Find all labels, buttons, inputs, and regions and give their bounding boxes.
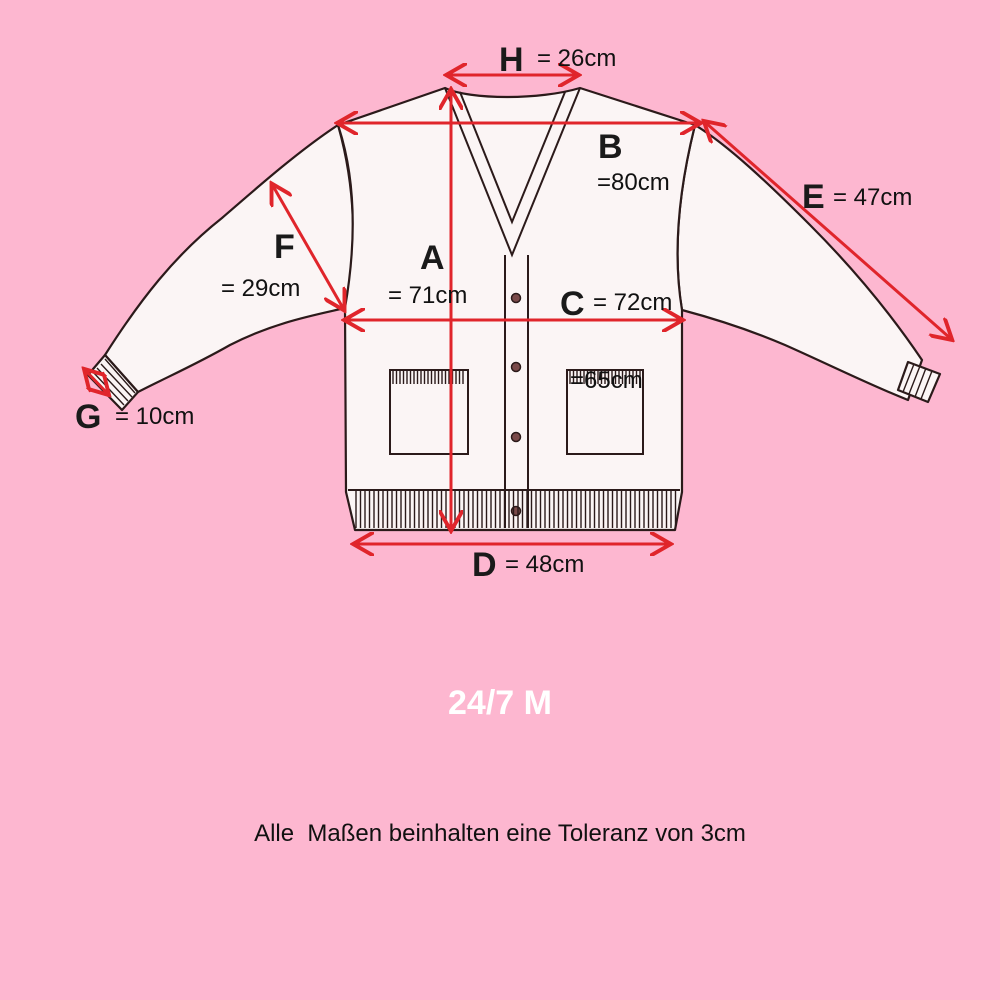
label-a-value: = 71cm — [388, 282, 467, 309]
button — [510, 292, 522, 304]
left-pocket — [389, 369, 469, 455]
collar-band-inner — [459, 91, 566, 225]
right-sleeve — [676, 123, 924, 402]
arrow-g-cuff-width — [86, 371, 107, 393]
button — [510, 361, 522, 373]
right-cuff — [896, 360, 942, 404]
label-c-letter: C — [560, 285, 585, 323]
tolerance-note: Alle Maßen beinhalten eine Toleranz von … — [254, 820, 746, 847]
label-h-value: = 26cm — [537, 45, 616, 72]
label-g-letter: G — [75, 398, 101, 436]
label-b-letter: B — [598, 128, 623, 166]
label-c-value: = 72cm — [593, 289, 672, 316]
collar-band — [444, 87, 581, 258]
cardigan-drawing — [86, 86, 942, 532]
button — [510, 431, 522, 443]
label-a-letter: A — [420, 239, 445, 277]
arrow-f-sleeve-width — [273, 186, 343, 308]
measurement-labels: H = 26cm B =80cm E = 47cm F = 29cm A = 7… — [75, 41, 912, 584]
right-pocket-ribbing — [569, 371, 641, 384]
buttons — [510, 292, 522, 517]
arrow-e-sleeve-length — [706, 123, 950, 338]
measurement-arrows — [86, 75, 950, 544]
label-f-value: = 29cm — [221, 275, 300, 302]
right-cuff-ribbing — [902, 363, 933, 400]
label-d-value: = 48cm — [505, 551, 584, 578]
label-e-value: = 47cm — [833, 184, 912, 211]
label-b-value: =80cm — [597, 169, 670, 196]
hem-ribbing — [355, 490, 677, 528]
label-d-letter: D — [472, 546, 497, 584]
label-pocket-value: =65cm — [570, 367, 643, 394]
label-h-letter: H — [499, 41, 524, 79]
label-f-letter: F — [274, 228, 295, 266]
size-label: 24/7 M — [448, 684, 552, 722]
label-g-value: = 10cm — [115, 403, 194, 430]
right-pocket — [566, 369, 644, 455]
label-e-letter: E — [802, 178, 825, 216]
